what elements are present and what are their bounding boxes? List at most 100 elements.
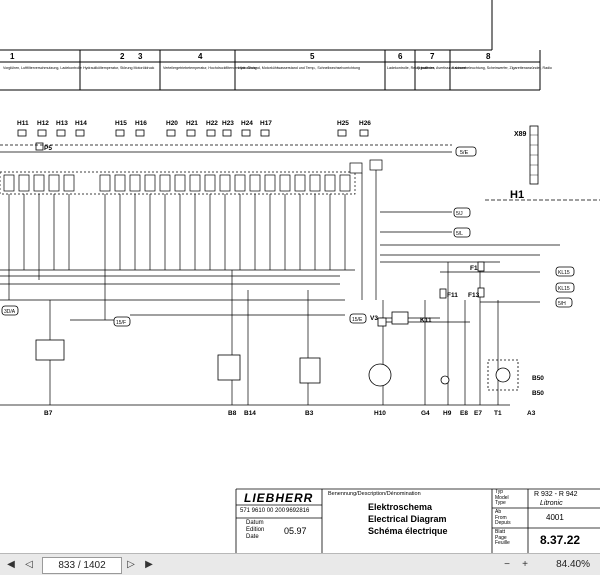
p5-box [35, 142, 44, 151]
lamp-h25: H25 [337, 120, 349, 127]
lamp-h23: H23 [222, 120, 234, 127]
blatt-labels: Blatt Page Feuille [495, 529, 510, 546]
signal-3d: 3D/A [4, 309, 16, 315]
col-6: 6 [398, 52, 403, 61]
label-b3: B3 [305, 410, 314, 417]
from-value: 4001 [546, 513, 564, 522]
b50-label-b: B50 [532, 390, 544, 397]
lamp-h15: H15 [115, 120, 127, 127]
col-8: 8 [486, 52, 491, 61]
signal-kl15-b: KL15 [558, 286, 570, 292]
column-numbers: 1 2 3 4 5 6 7 8 [10, 52, 491, 61]
lamp-h12: H12 [37, 120, 49, 127]
lamp-h11: H11 [17, 120, 29, 127]
zoom-in-icon[interactable]: + [522, 559, 528, 570]
lamp-h13: H13 [56, 120, 68, 127]
electrical-diagram: 1 2 3 4 5 6 7 8 Vorglühen, Luftfilterver… [0, 0, 600, 553]
signal-tags [1, 207, 575, 327]
label-e7: E7 [474, 410, 482, 417]
prev-page-icon[interactable]: ◁ [25, 559, 33, 570]
x89-connector: X89 [514, 125, 539, 185]
label-a3: A3 [527, 410, 536, 417]
x89-label: X89 [514, 131, 527, 138]
sheet-number: 8.37.22 [540, 533, 581, 547]
col-desc-5: Ladekontrolle, Relay batteries [387, 66, 435, 70]
header-grid [0, 0, 541, 91]
h1-label: H1 [510, 189, 524, 201]
last-page-icon[interactable]: ▶ [145, 559, 153, 570]
label-e8: E8 [460, 410, 468, 417]
col-5: 5 [310, 52, 315, 61]
lamp-h26: H26 [359, 120, 371, 127]
ab-labels: Ab From Depuis [495, 509, 511, 526]
col-desc-6: Signalhorn, Avertisseur sonore [417, 66, 466, 70]
signal-5l: 5/L [456, 231, 463, 237]
schematic-sheet: 1 2 3 4 5 6 7 8 Vorglühen, Luftfilterver… [0, 0, 600, 553]
lamp-h20: H20 [166, 120, 178, 127]
lower-devices [35, 339, 519, 391]
label-t1: T1 [494, 410, 502, 417]
model-value: R 932 - R 942 [534, 491, 578, 498]
lamp-labels: H11 H12 H13 H14 H15 H16 H20 H21 H22 H23 … [17, 120, 371, 127]
col-1: 1 [10, 52, 15, 61]
col-3: 3 [138, 52, 143, 61]
lamp-h17: H17 [260, 120, 272, 127]
brand-logo: LIEBHERR [244, 491, 314, 505]
date-value: 05.97 [284, 526, 307, 536]
title-de: Elektroschema [368, 502, 433, 512]
signal-15f: 15/F [116, 320, 126, 326]
v3-label: V3 [370, 315, 378, 322]
f11-label: F11 [447, 292, 458, 299]
lamp-h14: H14 [75, 120, 87, 127]
col-desc-7: Kabinenbeleuchtung, Scheinwerfer, Zigare… [452, 66, 552, 70]
label-h9: H9 [443, 410, 452, 417]
signal-5j: 5/J [456, 211, 463, 217]
b50-label-a: B50 [532, 375, 544, 382]
litronic-logo: Litronic [540, 500, 563, 507]
signal-5h: 5/H [558, 301, 566, 307]
page-indicator[interactable]: 833 / 1402 [42, 557, 122, 574]
fuses-relays [377, 261, 485, 327]
f1-label: F1 [470, 265, 478, 272]
next-page-icon[interactable]: ▷ [127, 559, 135, 570]
edition-label: Edition [246, 527, 265, 533]
col-2: 2 [120, 52, 125, 61]
lamp-h24: H24 [241, 120, 253, 127]
signal-5e-tag: 5/E [455, 146, 477, 157]
p5-label: P5 [44, 145, 52, 152]
col-7: 7 [430, 52, 435, 61]
bottom-labels: B7 B8 B14 B3 H10 G4 H9 E8 E7 T1 A3 [44, 410, 536, 417]
signal-15e: 15/E [352, 317, 363, 323]
led-module-row [0, 159, 383, 195]
col-desc-1: Vorglühen, Luftfilterverschmutzung, Lade… [3, 66, 82, 70]
viewer-toolbar: ◀ ◁ 833 / 1402 ▷ ▶ − + 84.40% [0, 553, 600, 575]
top-busbar [0, 144, 452, 153]
label-b14: B14 [244, 410, 256, 417]
lamp-h21: H21 [186, 120, 198, 127]
title-en: Electrical Diagram [368, 514, 447, 524]
signal-kl15-a: KL15 [558, 270, 570, 276]
zoom-level[interactable]: 84.40% [556, 559, 590, 570]
caption-header: Benennung/Description/Dénomination [328, 491, 421, 497]
typ-labels: Typ Model Type [495, 489, 509, 506]
ref-number: 9692816 [286, 508, 310, 514]
lamp-h16: H16 [135, 120, 147, 127]
datum-label: Datum [246, 520, 264, 526]
doc-number: 571 9610 00 200 [240, 508, 286, 514]
k11-label: K11 [420, 317, 432, 324]
f13-label: F13 [468, 292, 480, 299]
lamp-h22: H22 [206, 120, 218, 127]
label-g4: G4 [421, 410, 430, 417]
date-label: Date [246, 534, 259, 540]
zoom-out-icon[interactable]: − [504, 559, 510, 570]
col-desc-2: Hydrauliköltemperatur, Störung Motoröldr… [83, 66, 155, 70]
first-page-icon[interactable]: ◀ [7, 559, 15, 570]
col-4: 4 [198, 52, 203, 61]
col-desc-4: Hydr. Ölstand, Motorkühlwasserstand und … [238, 66, 360, 70]
column-descriptions: Vorglühen, Luftfilterverschmutzung, Lade… [3, 66, 552, 70]
horizontal-wires [0, 199, 600, 406]
label-b8: B8 [228, 410, 237, 417]
vertical-wires [8, 170, 499, 405]
label-h10: H10 [374, 410, 386, 417]
label-b7: B7 [44, 410, 53, 417]
